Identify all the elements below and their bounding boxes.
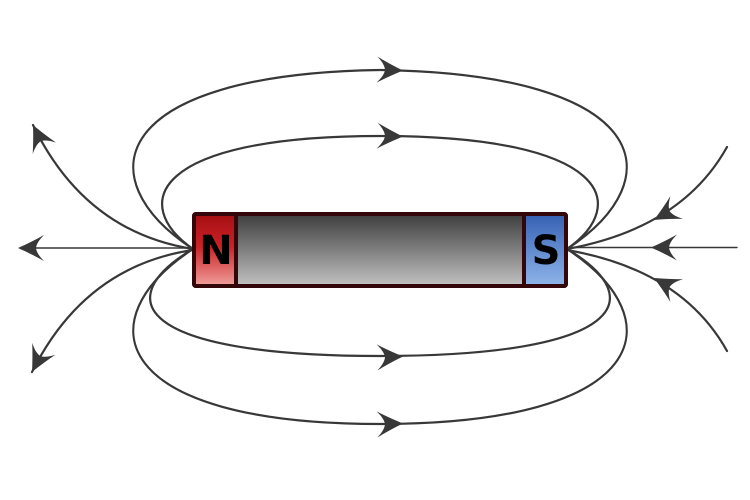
field-line-top-outer-loop [132, 68, 628, 251]
south-pole-label: S [532, 228, 561, 274]
field-line-right-upper-ray [565, 145, 729, 251]
magnet-south-pole [522, 212, 568, 288]
arrowhead-icon-left-upper [32, 125, 57, 155]
field-lines [21, 68, 738, 426]
arrowhead-icon-left-lower [32, 342, 56, 372]
arrowhead-icon-right-upper [654, 196, 684, 220]
arrowhead-icon-top-outer [376, 56, 403, 83]
field-line-left-lower-ray [30, 248, 195, 374]
magnet-north-pole [192, 212, 238, 288]
north-pole-label: N [199, 228, 232, 274]
arrowhead-icon-bottom-inner [376, 344, 403, 371]
arrowhead-icon-right-lower [654, 278, 684, 302]
magnet-body [192, 212, 568, 288]
field-arrowheads [18, 56, 684, 438]
field-line-top-inner-loop [161, 134, 599, 251]
bar-magnet: N S [192, 212, 568, 288]
arrowhead-icon-right-middle [651, 234, 677, 261]
arrowhead-icon-left-middle [18, 235, 44, 261]
arrowhead-icon-bottom-outer [376, 411, 403, 438]
arrowhead-icon-top-inner [376, 122, 403, 149]
field-line-left-upper-ray [31, 123, 195, 251]
field-line-bottom-outer-loop [132, 247, 628, 426]
field-line-bottom-inner-loop [149, 247, 611, 358]
